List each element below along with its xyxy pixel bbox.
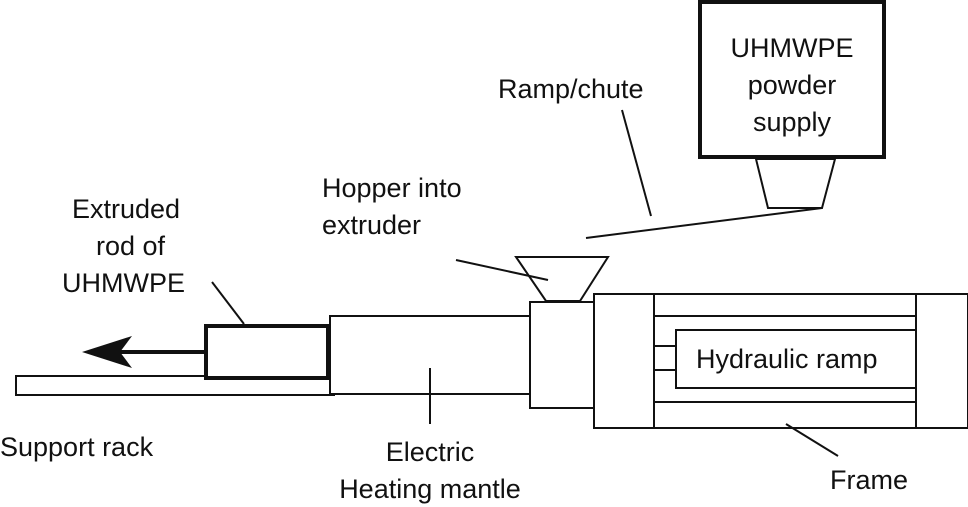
extruder-head bbox=[529, 301, 595, 409]
extruded-rod-label-line1: Extruded bbox=[72, 194, 180, 224]
heating-mantle-label-line2: Heating mantle bbox=[339, 474, 521, 504]
frame-label: Frame bbox=[830, 465, 908, 495]
support-rack-label: Support rack bbox=[0, 432, 154, 462]
hydraulic-ramp-label: Hydraulic ramp bbox=[696, 344, 878, 374]
ramp-chute-label: Ramp/chute bbox=[498, 74, 644, 104]
powder-supply-label-line2: powder bbox=[748, 70, 837, 100]
hopper-label-line1: Hopper into bbox=[322, 173, 462, 203]
powder-supply-box bbox=[698, 0, 886, 159]
ramp-chute-leader bbox=[621, 109, 652, 217]
hydraulic-ramp-rod bbox=[653, 345, 677, 371]
supply-funnel bbox=[754, 158, 837, 209]
frame-leader bbox=[785, 423, 839, 457]
extruded-rod-leader bbox=[211, 281, 245, 325]
frame-end-plate bbox=[915, 293, 968, 429]
extruded-rod-label-line2: rod of bbox=[96, 231, 166, 261]
ramp-chute bbox=[585, 207, 823, 239]
hopper-label-line2: extruder bbox=[322, 210, 421, 240]
heating-mantle-label-line1: Electric bbox=[386, 437, 475, 467]
extruded-rod bbox=[204, 324, 330, 380]
powder-supply-label-line1: UHMWPE bbox=[731, 33, 854, 63]
extruded-rod-label-line3: UHMWPE bbox=[62, 268, 185, 298]
extrusion-direction-arrow-head bbox=[82, 336, 132, 368]
hopper-leader bbox=[455, 259, 549, 281]
powder-supply-label-line3: supply bbox=[753, 107, 832, 137]
